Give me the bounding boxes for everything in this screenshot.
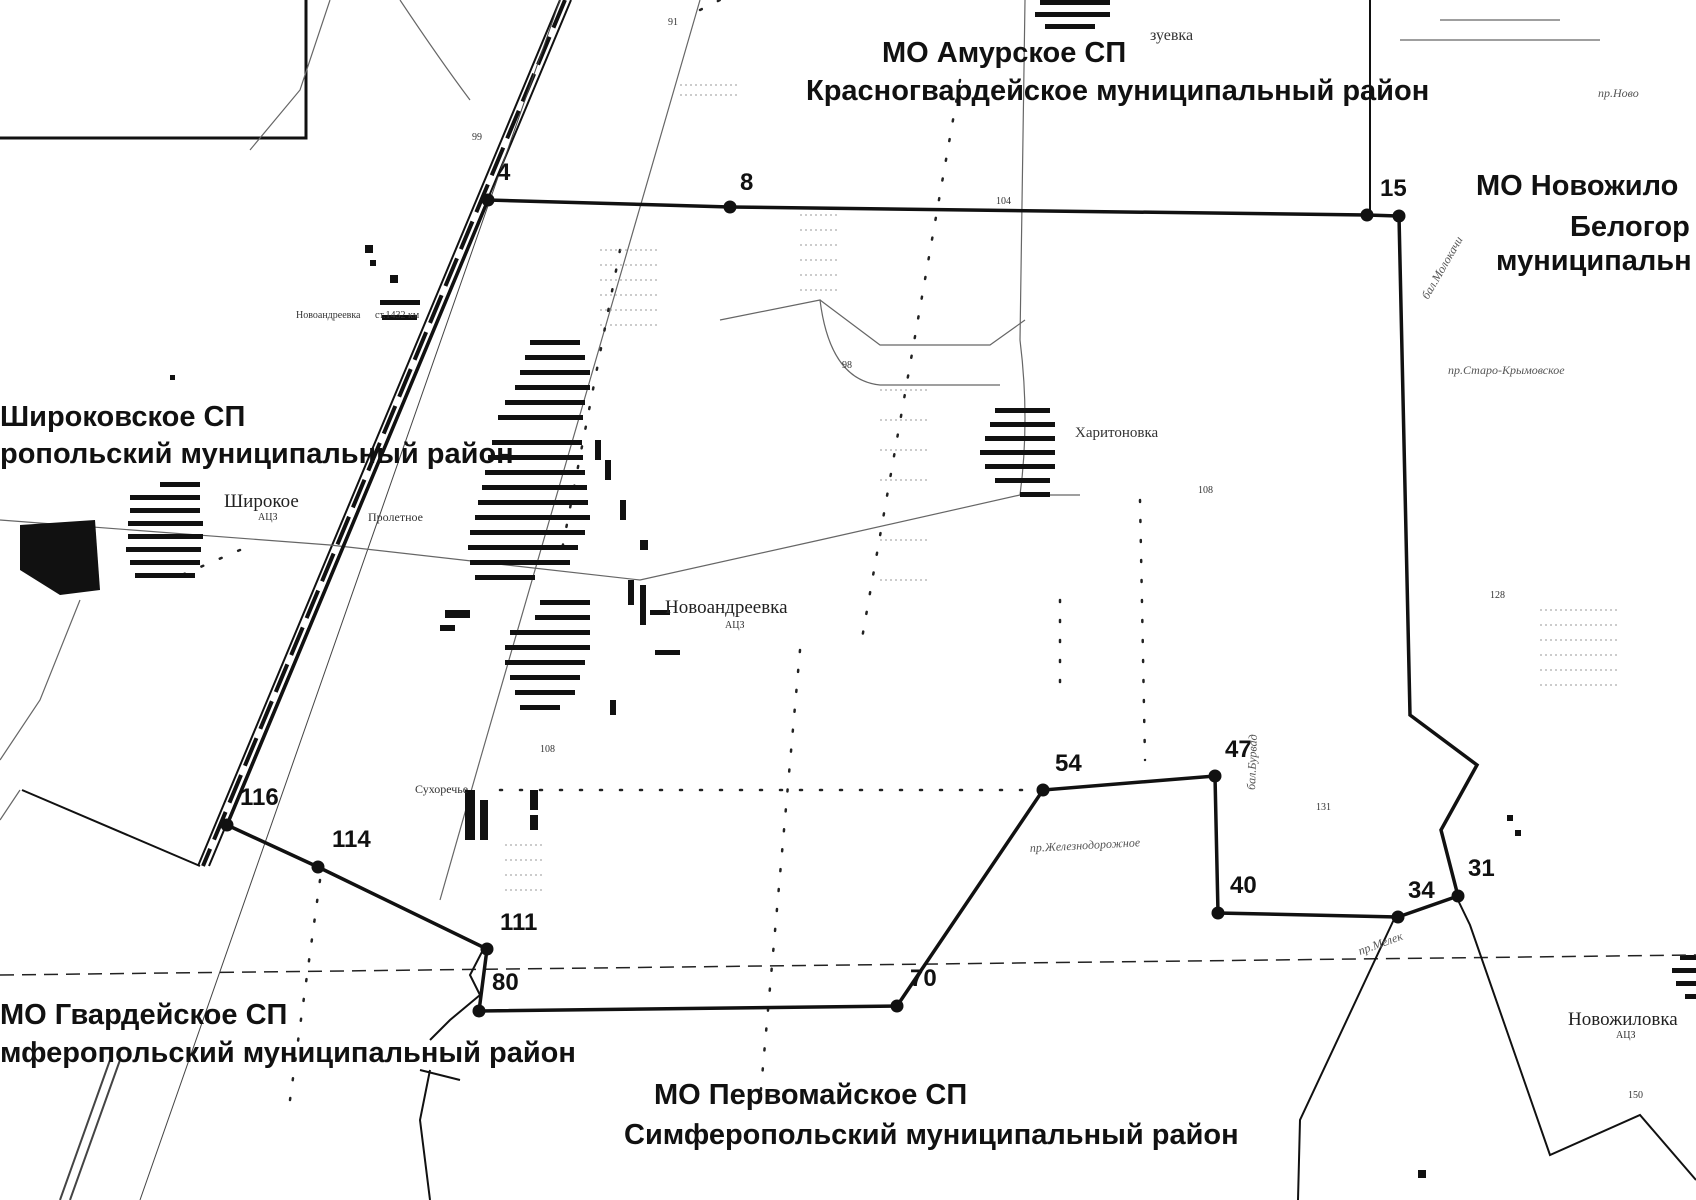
elevation-91: 91 (668, 17, 678, 28)
district-border-dashed (0, 954, 1696, 976)
region-novozhilovskoe-line2: Белогор (1570, 211, 1690, 243)
stream-zheleznodorozhnoe: пр.Железнодорожное (1029, 835, 1141, 855)
stream-burvad: бал.Бурвад (1244, 734, 1260, 790)
region-pervomayskoe-line1: МО Первомайское СП (654, 1079, 967, 1111)
stream-molokachi: бал.Молокачи (1418, 234, 1465, 302)
elevation-marks: 91 99 104 98 108 128 131 150 108 (472, 17, 1643, 1101)
point-label-80: 80 (492, 969, 519, 996)
settlement-kuzovka: зуевка (1150, 27, 1193, 44)
inset-frame (0, 0, 308, 140)
point-label-116: 116 (240, 784, 279, 811)
elevation-98: 98 (842, 360, 852, 371)
novozhilovka-houses (1672, 955, 1696, 999)
stream-staro-krymovskoe: пр.Старо-Крымовское (1448, 363, 1565, 377)
region-pervomayskoe-line2: Симферопольский муниципальный район (624, 1119, 1239, 1151)
dotted-tracks (168, 0, 1147, 1102)
novoandreevka-houses (468, 340, 590, 710)
region-novozhilovskoe-line1: МО Новожило (1476, 170, 1678, 202)
settlement-novoandreevka-sub: АЦЗ (725, 620, 744, 631)
elevation-99: 99 (472, 132, 482, 143)
point-label-8: 8 (740, 169, 753, 196)
elevation-128: 128 (1490, 590, 1505, 601)
point-label-31: 31 (1468, 855, 1495, 882)
point-label-54: 54 (1055, 750, 1082, 777)
settlement-boundary-line (226, 198, 1480, 1013)
point-label-47: 47 (1225, 736, 1252, 763)
point-label-114: 114 (332, 826, 371, 853)
kuzovka-houses (1035, 0, 1110, 29)
region-amurskoe-line1: МО Амурское СП (882, 37, 1126, 69)
orchard-hatching (505, 84, 1620, 891)
elevation-131: 131 (1316, 802, 1331, 813)
settlement-blocks (20, 0, 1696, 1178)
roads (0, 0, 1600, 901)
stream-novo: пр.Ново (1598, 86, 1639, 100)
elevation-150: 150 (1628, 1090, 1643, 1101)
settlement-shirokoe: Широкое (224, 491, 299, 512)
point-label-34: 34 (1408, 877, 1435, 904)
region-amurskoe-line2: Красногвардейское муниципальный район (806, 75, 1429, 107)
region-labels: МО Амурское СП Красногвардейское муницип… (0, 37, 1692, 1151)
boundary-point-labels: 4 8 15 116 114 111 80 70 54 47 40 34 31 (240, 159, 1495, 996)
point-label-70: 70 (910, 965, 937, 992)
rail-boundary-segment (225, 199, 490, 826)
settlement-novozhilovka-sub: АЦЗ (1616, 1030, 1635, 1041)
settlement-shirokoe-sub: АЦЗ (258, 512, 277, 523)
elevation-108b: 108 (540, 744, 555, 755)
settlement-novoandreevka: Новоандреевка (665, 597, 788, 618)
point-label-4: 4 (497, 159, 511, 186)
settlement-kharitonovka: Харитоновка (1075, 425, 1159, 441)
settlement-sukhorechye: Сухоречье (415, 782, 468, 796)
elevation-108: 108 (1198, 485, 1213, 496)
settlement-labels: Широкое АЦЗ Новоандреевка АЦЗ Харитоновк… (224, 27, 1678, 1041)
region-shirokovskoe-line2: ропольский муниципальный район (0, 438, 514, 470)
elevation-104: 104 (996, 196, 1011, 207)
kharitonovka-houses (980, 408, 1055, 497)
region-shirokovskoe-line1: Широковское СП (0, 401, 245, 433)
region-gvardeyskoe-line1: МО Гвардейское СП (0, 999, 287, 1031)
boundary-point-markers (220, 193, 1465, 1018)
settlement-novozhilovka: Новожиловка (1568, 1009, 1678, 1030)
settlement-novoandreevka-station-sub: ст.1432 км (375, 310, 420, 321)
point-label-40: 40 (1230, 872, 1257, 899)
stream-labels: пр.Железнодорожное бал.Бурвад пр.Старо-К… (1029, 86, 1638, 958)
settlement-proletnoe: Пролетное (368, 510, 423, 524)
settlement-novoandreevka-station: Новоандреевка (296, 310, 361, 321)
stream-melek: пр.Мелек (1356, 929, 1405, 958)
region-novozhilovskoe-line3: муниципальн (1496, 245, 1692, 277)
shirokoe-houses (126, 482, 203, 578)
sukhorechye-houses (465, 790, 538, 840)
point-label-111: 111 (500, 909, 537, 936)
region-gvardeyskoe-line2: мферопольский муниципальный район (0, 1037, 576, 1069)
point-label-15: 15 (1380, 175, 1407, 202)
